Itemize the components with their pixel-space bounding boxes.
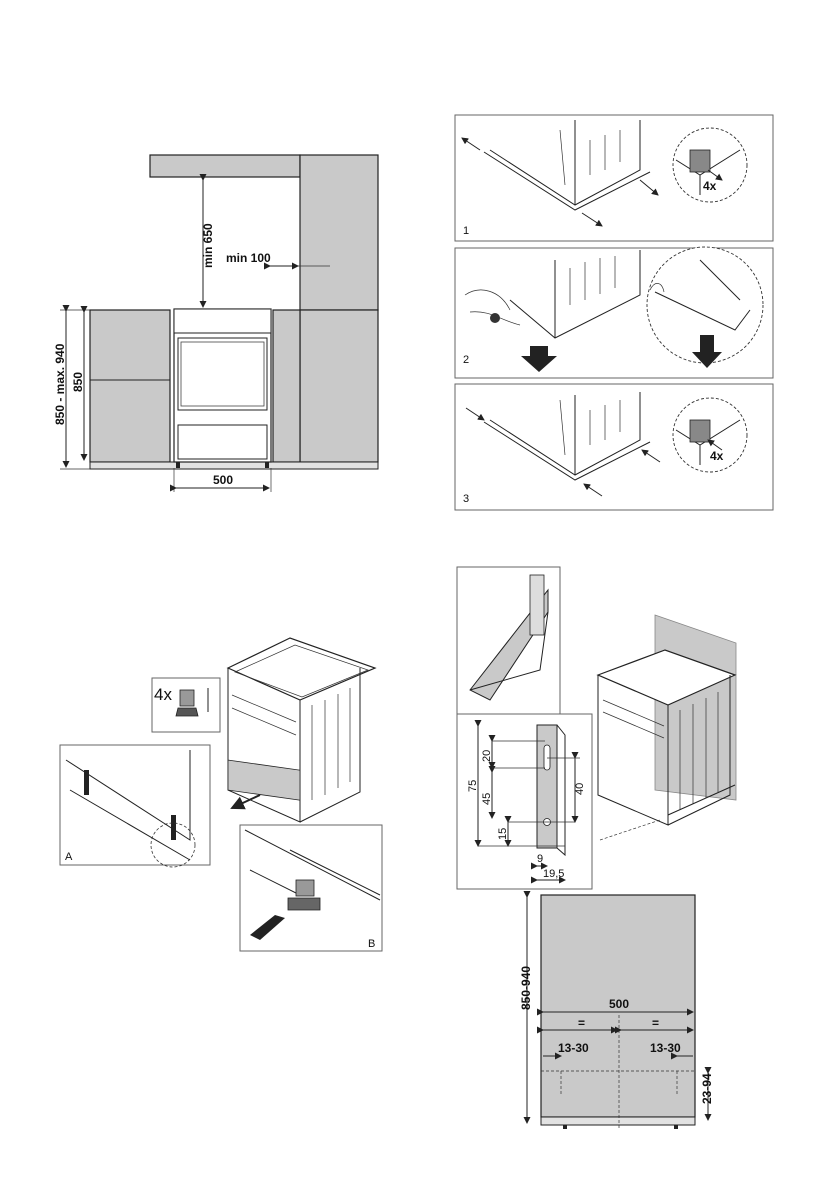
step-3-count: 4x [710, 449, 724, 463]
bracket-dim-20: 20 [481, 750, 493, 762]
clearance-diagram: min 650 min 100 850 - max. 940 850 500 [53, 154, 379, 492]
bottom-offset-label: 23-94 [700, 1073, 714, 1104]
inset-b-label: B [368, 938, 375, 950]
wall [654, 614, 737, 801]
wrench-icon [250, 915, 285, 940]
bracket-diagram: 75 20 45 15 40 9 19,5 [456, 566, 737, 890]
offset-right-label: 13-30 [650, 1041, 681, 1055]
tall-cabinet-upper [299, 154, 379, 311]
wall-mount-diagram: 850-940 500 = = 13-30 13-30 23-94 [519, 891, 714, 1130]
width-label: 500 [213, 473, 233, 487]
leveling-steps: 4x 1 2 4x [454, 114, 774, 511]
top-clearance-label: min 650 [201, 223, 215, 268]
half-right-label: = [652, 1016, 659, 1030]
upper-cabinet [149, 154, 301, 178]
left-base-cabinet [89, 309, 171, 463]
stove-front [173, 308, 272, 468]
stove-wall-mount [596, 649, 737, 841]
offset-left-label: 13-30 [558, 1041, 589, 1055]
wall-height-label: 850-940 [519, 966, 533, 1010]
foot-count-label: 4x [154, 685, 172, 704]
foot-icon [175, 688, 209, 717]
bracket-dim-9: 9 [537, 853, 543, 865]
step-2-stove [464, 246, 764, 372]
height-range-label: 850 - max. 940 [53, 343, 67, 425]
bracket-dim-panel [456, 713, 593, 890]
side-clearance-label: min 100 [226, 251, 271, 265]
bracket-dim-15: 15 [497, 828, 509, 840]
height-label: 850 [71, 372, 85, 392]
step-1-count: 4x [703, 179, 717, 193]
step-1-stove: 4x [461, 120, 748, 227]
half-left-label: = [578, 1016, 585, 1030]
step-1-number: 1 [463, 225, 469, 237]
step-3-number: 3 [463, 493, 469, 505]
bracket-dim-40: 40 [574, 783, 586, 795]
inset-a-label: A [65, 851, 73, 863]
right-base-cabinet [272, 309, 301, 463]
bracket-dim-75: 75 [467, 780, 479, 792]
bracket-dim-45: 45 [481, 793, 493, 805]
down-arrow-icon [521, 346, 557, 372]
stove-isometric [226, 637, 377, 823]
bracket-dim-19-5: 19,5 [543, 868, 564, 880]
feet-diagram: 4x A B [59, 637, 383, 952]
tall-cabinet-lower [299, 309, 379, 463]
step-3-stove: 4x [465, 392, 748, 497]
step-2-number: 2 [463, 354, 469, 366]
wall-panel [540, 894, 696, 1118]
wall-width-label: 500 [609, 997, 629, 1011]
